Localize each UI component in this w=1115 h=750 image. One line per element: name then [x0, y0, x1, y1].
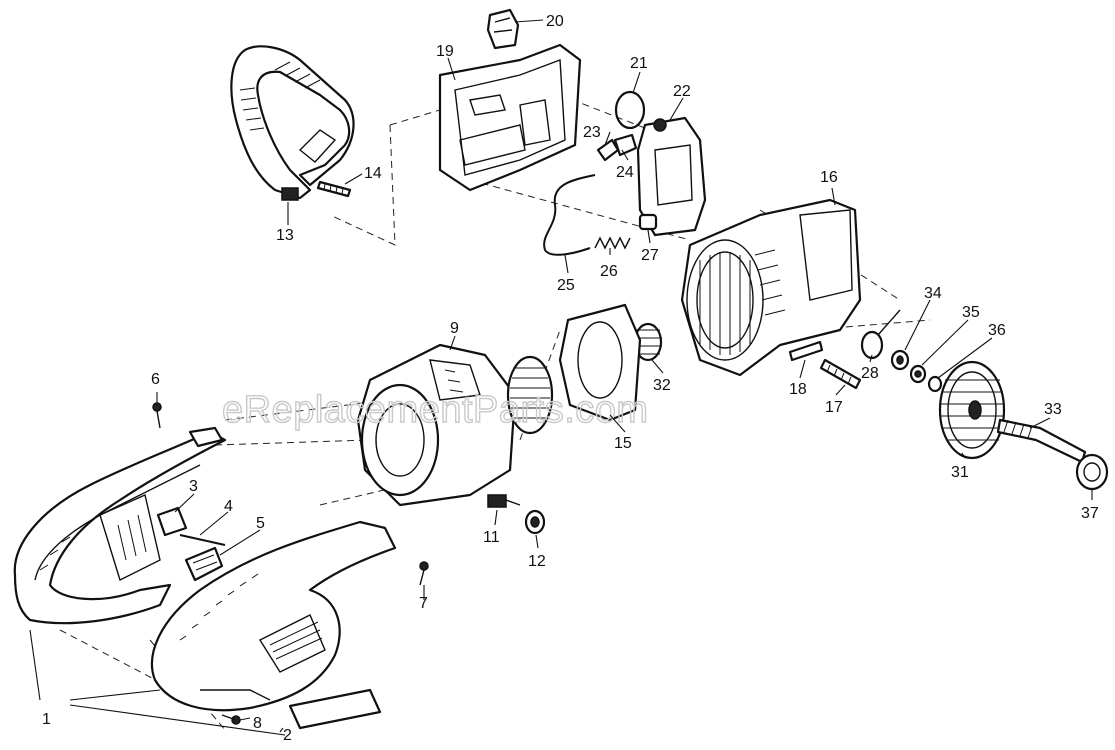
part-2-label-plate[interactable]	[288, 688, 382, 730]
part-17-bolt[interactable]	[819, 358, 862, 390]
part-37-sprocket[interactable]	[1075, 453, 1109, 491]
label-27: 27	[641, 247, 659, 264]
label-20: 20	[546, 13, 564, 30]
part-15-fan-baffle[interactable]	[558, 303, 642, 422]
label-8: 8	[253, 715, 262, 732]
label-36: 36	[988, 322, 1006, 339]
label-6: 6	[151, 371, 160, 388]
part-13-rear-handle[interactable]	[230, 45, 355, 201]
label-16: 16	[820, 169, 838, 186]
label-23: 23	[583, 124, 601, 141]
part-22-cover-plate[interactable]	[636, 116, 707, 237]
part-number-labels: 1 2 3 4 5 6 7 8 9 11 12 13 14 15 16 17 1…	[42, 13, 1099, 744]
part-9-motor[interactable]	[356, 343, 554, 507]
part-16-gear-housing[interactable]	[680, 198, 862, 377]
part-7-screw[interactable]	[419, 561, 429, 586]
label-17: 17	[825, 399, 843, 416]
label-26: 26	[600, 263, 618, 280]
label-13: 13	[276, 227, 294, 244]
part-31-drive-gear[interactable]	[938, 360, 1006, 460]
watermark: eReplacementParts.com	[222, 389, 649, 431]
part-14-screw[interactable]	[316, 180, 352, 198]
label-1: 1	[42, 711, 51, 728]
label-35: 35	[962, 304, 980, 321]
label-24: 24	[616, 164, 634, 181]
part-25-cable[interactable]	[543, 174, 596, 256]
label-14: 14	[364, 165, 382, 182]
part-24-lever[interactable]	[613, 133, 638, 157]
label-4: 4	[224, 498, 233, 515]
label-37: 37	[1081, 505, 1099, 522]
label-22: 22	[673, 83, 691, 100]
label-34: 34	[924, 285, 942, 302]
part-28-circlip[interactable]	[860, 309, 901, 360]
label-5: 5	[256, 515, 265, 532]
label-9: 9	[450, 320, 459, 337]
leader-lines	[29, 19, 1093, 736]
part-3-sleeve[interactable]	[156, 506, 188, 537]
label-2: 2	[283, 727, 292, 744]
part-1-housing-left-half[interactable]	[13, 426, 227, 625]
label-18: 18	[789, 381, 807, 398]
label-28: 28	[861, 365, 879, 382]
part-6-screw[interactable]	[152, 402, 162, 429]
label-11: 11	[483, 529, 500, 546]
label-7: 7	[419, 595, 428, 612]
part-12-brush-cap[interactable]	[524, 509, 546, 535]
part-35-washer[interactable]	[909, 364, 927, 384]
label-19: 19	[436, 43, 454, 60]
label-31: 31	[951, 464, 969, 481]
part-18-pin[interactable]	[788, 340, 824, 362]
part-19-housing-shell[interactable]	[438, 43, 582, 192]
part-21-retaining-ring[interactable]	[614, 90, 646, 130]
part-11-carbon-brush[interactable]	[487, 494, 521, 508]
part-26-spring[interactable]	[594, 236, 631, 250]
part-34-washer[interactable]	[890, 349, 910, 371]
part-1-housing-right-half[interactable]	[150, 520, 397, 712]
part-5-switch[interactable]	[184, 546, 224, 582]
part-8-screw[interactable]	[221, 714, 241, 725]
label-33: 33	[1044, 401, 1062, 418]
part-20-clip[interactable]	[486, 8, 520, 50]
label-32: 32	[653, 377, 671, 394]
label-3: 3	[189, 478, 198, 495]
part-27-bushing[interactable]	[638, 213, 658, 231]
part-4-switch-rod[interactable]	[179, 534, 226, 546]
part-33-drive-shaft[interactable]	[996, 418, 1087, 464]
label-15: 15	[614, 435, 632, 452]
part-36-circlip[interactable]	[927, 375, 943, 393]
label-21: 21	[630, 55, 648, 72]
label-12: 12	[528, 553, 546, 570]
label-25: 25	[557, 277, 575, 294]
